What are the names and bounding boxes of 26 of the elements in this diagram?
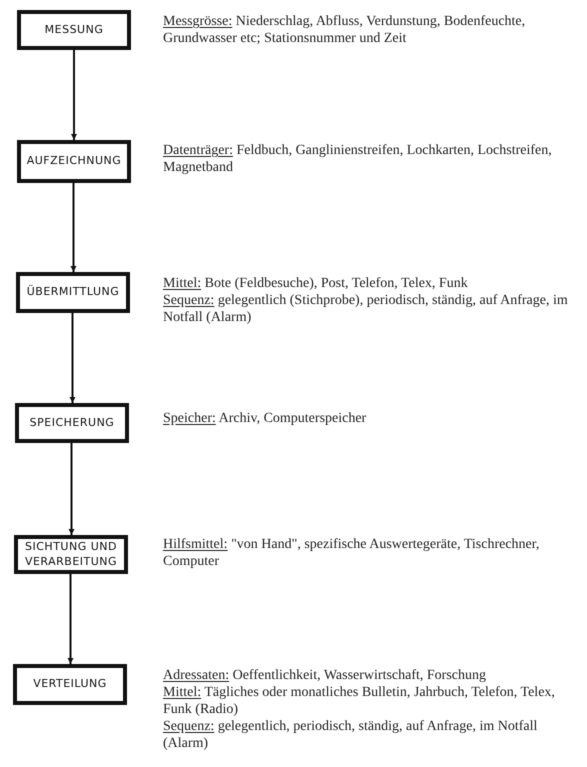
process-box xyxy=(14,535,128,574)
description-text: Sequenz: gelegentlich, periodisch, ständig, auf Anfrage, im Notfall (Alarm) xyxy=(163,718,538,752)
description-text: Mittel: Bote (Feldbesuche), Post, Telefon, Telex, Funk xyxy=(163,275,469,292)
process-box xyxy=(17,10,131,50)
process-box xyxy=(16,272,130,313)
description-text: Mittel: Tägliches oder monatliches Bulletin, Jahrbuch, Telefon, Telex, Funk (Radio) xyxy=(163,684,556,718)
step-label: VERTEILUNG xyxy=(33,677,107,692)
step-label: MESSUNG xyxy=(44,22,104,38)
description-text: Datenträger: Feldbuch, Ganglinienstreifen, Lochkarten, Lochstreifen, Magnetband xyxy=(163,142,553,176)
step-label: SPEICHERUNG xyxy=(30,416,114,430)
arrow xyxy=(68,574,74,664)
description-text: Hilfsmittel: "von Hand", spezifische Auswertegeräte, Tischrechner, Computer xyxy=(163,536,540,570)
arrow xyxy=(68,443,74,535)
step-label: SICHTUNG UND VERARBEITUNG xyxy=(24,540,118,569)
description-text: Adressaten: Oeffentlichkeit, Wasserwirtschaft, Forschung xyxy=(163,667,487,684)
arrow xyxy=(71,50,77,140)
arrow xyxy=(70,313,76,403)
step-label: ÜBERMITTLUNG xyxy=(26,285,120,300)
arrow xyxy=(70,183,76,272)
process-box xyxy=(15,403,129,443)
step-label: AUFZEICHNUNG xyxy=(26,154,122,169)
description-text: Messgrösse: Niederschlag, Abfluss, Verdunstung, Bodenfeuchte, Grundwasser etc; Stationsnummer und Zeit xyxy=(163,13,526,47)
process-box xyxy=(17,140,131,183)
process-box xyxy=(13,664,127,705)
description-text: Sequenz: gelegentlich (Stichprobe), periodisch, ständig, auf Anfrage, im Notfall (Alarm) xyxy=(163,292,569,326)
description-text: Speicher: Archiv, Computerspeicher xyxy=(163,410,368,427)
